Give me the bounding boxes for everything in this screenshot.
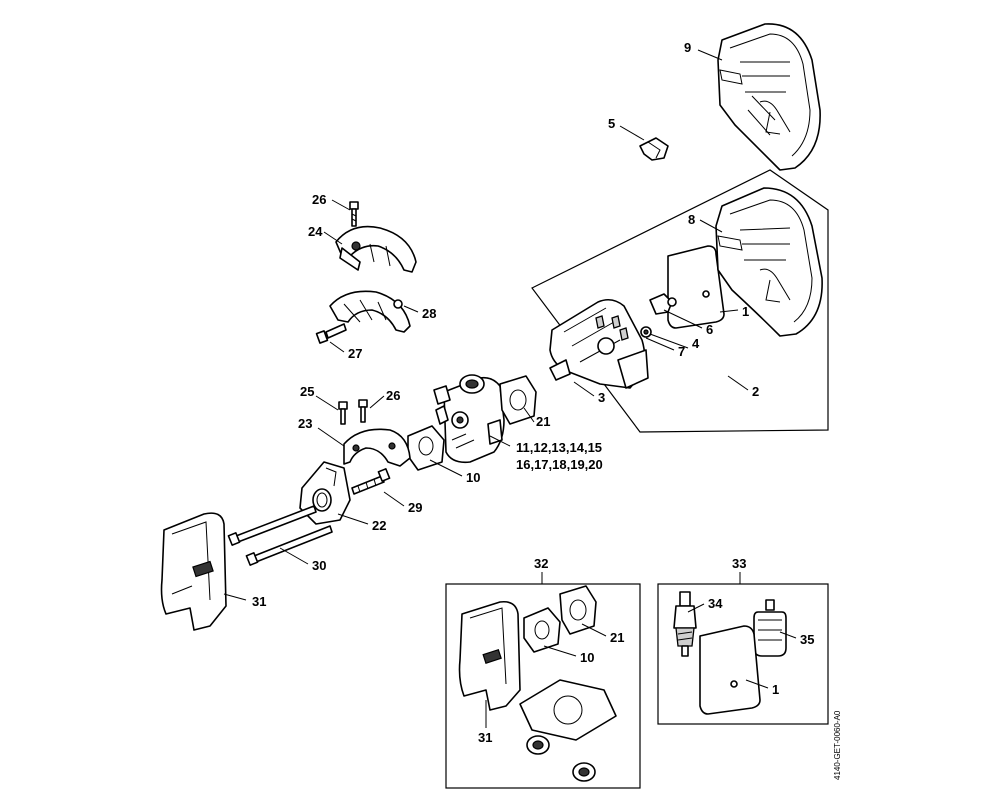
callout-8: 8: [688, 212, 695, 227]
callout-26-mid: 26: [386, 388, 400, 403]
callout-28: 28: [422, 306, 436, 321]
screw-part-26-top: [349, 201, 359, 227]
callout-10-main: 10: [466, 470, 480, 485]
callout-23: 23: [298, 416, 312, 431]
callout-21-main: 21: [536, 414, 550, 429]
bracket-part-24: [335, 225, 417, 273]
callout-35: 35: [800, 632, 814, 647]
filter-housing-assembly-box: [531, 169, 829, 433]
kit-box-33: [657, 583, 829, 725]
callout-29: 29: [408, 500, 422, 515]
gasket-part-10-kit: [523, 607, 561, 653]
callout-33: 33: [732, 556, 746, 571]
callout-11-15: 11,12,13,14,15: [516, 440, 602, 455]
kit-box-32: [445, 583, 641, 789]
air-filter-part-1-housing: [667, 245, 725, 329]
screw-part-29: [351, 468, 391, 495]
heat-shield-part-31-kit: [458, 600, 521, 711]
carburetor-part-11-20: [433, 374, 505, 464]
gasket-part-10: [407, 425, 445, 471]
fuel-filter-part-35: [753, 599, 787, 657]
callout-2: 2: [752, 384, 759, 399]
callout-16-20: 16,17,18,19,20: [516, 457, 603, 472]
carb-plate-part-23: [343, 428, 411, 467]
seal-ring-b: [572, 762, 596, 782]
callout-32: 32: [534, 556, 548, 571]
callout-3: 3: [598, 390, 605, 405]
callout-25: 25: [300, 384, 314, 399]
cylinder-gasket-kit: [519, 679, 617, 741]
callout-1-housing: 1: [742, 304, 749, 319]
filter-housing-part-3: [549, 298, 649, 389]
seal-ring-a: [526, 735, 550, 755]
callout-30: 30: [312, 558, 326, 573]
callout-31-kit: 31: [478, 730, 492, 745]
callout-34: 34: [708, 596, 723, 611]
bolt-part-30-b: [245, 525, 333, 566]
callout-31-main: 31: [252, 594, 266, 609]
callout-10-kit: 10: [580, 650, 594, 665]
air-filter-part-1-kit: [699, 625, 761, 715]
callout-labels: 9 5 8 26 24 28 27 1 6 4 7 2 3 25 26 21 2…: [252, 40, 814, 745]
leader-lines: [223, 49, 797, 728]
callout-4: 4: [692, 336, 700, 351]
gasket-part-21-kit: [559, 585, 597, 635]
clip-part-5: [639, 137, 669, 161]
document-id: 4140-GET-0060-A0: [833, 710, 842, 780]
callout-24: 24: [308, 224, 323, 239]
callout-7: 7: [678, 344, 685, 359]
callout-9: 9: [684, 40, 691, 55]
screw-part-26-mid: [358, 399, 368, 423]
heat-shield-part-31: [160, 512, 227, 631]
bracket-part-28: [329, 290, 411, 333]
air-filter-cover-part-9: [717, 23, 821, 171]
callout-1-kit: 1: [772, 682, 779, 697]
screw-part-27: [315, 323, 347, 344]
clip-part-6: [649, 293, 677, 315]
callout-6: 6: [706, 322, 713, 337]
callout-21-kit: 21: [610, 630, 624, 645]
bolt-part-30-a: [227, 505, 317, 546]
spark-plug-part-34: [673, 591, 697, 657]
washer-part-7: [640, 326, 652, 338]
screw-part-25: [338, 401, 348, 425]
air-filter-cover-part-8: [715, 187, 823, 337]
callout-27: 27: [348, 346, 362, 361]
callout-22: 22: [372, 518, 386, 533]
callout-26-top: 26: [312, 192, 326, 207]
callout-5: 5: [608, 116, 615, 131]
